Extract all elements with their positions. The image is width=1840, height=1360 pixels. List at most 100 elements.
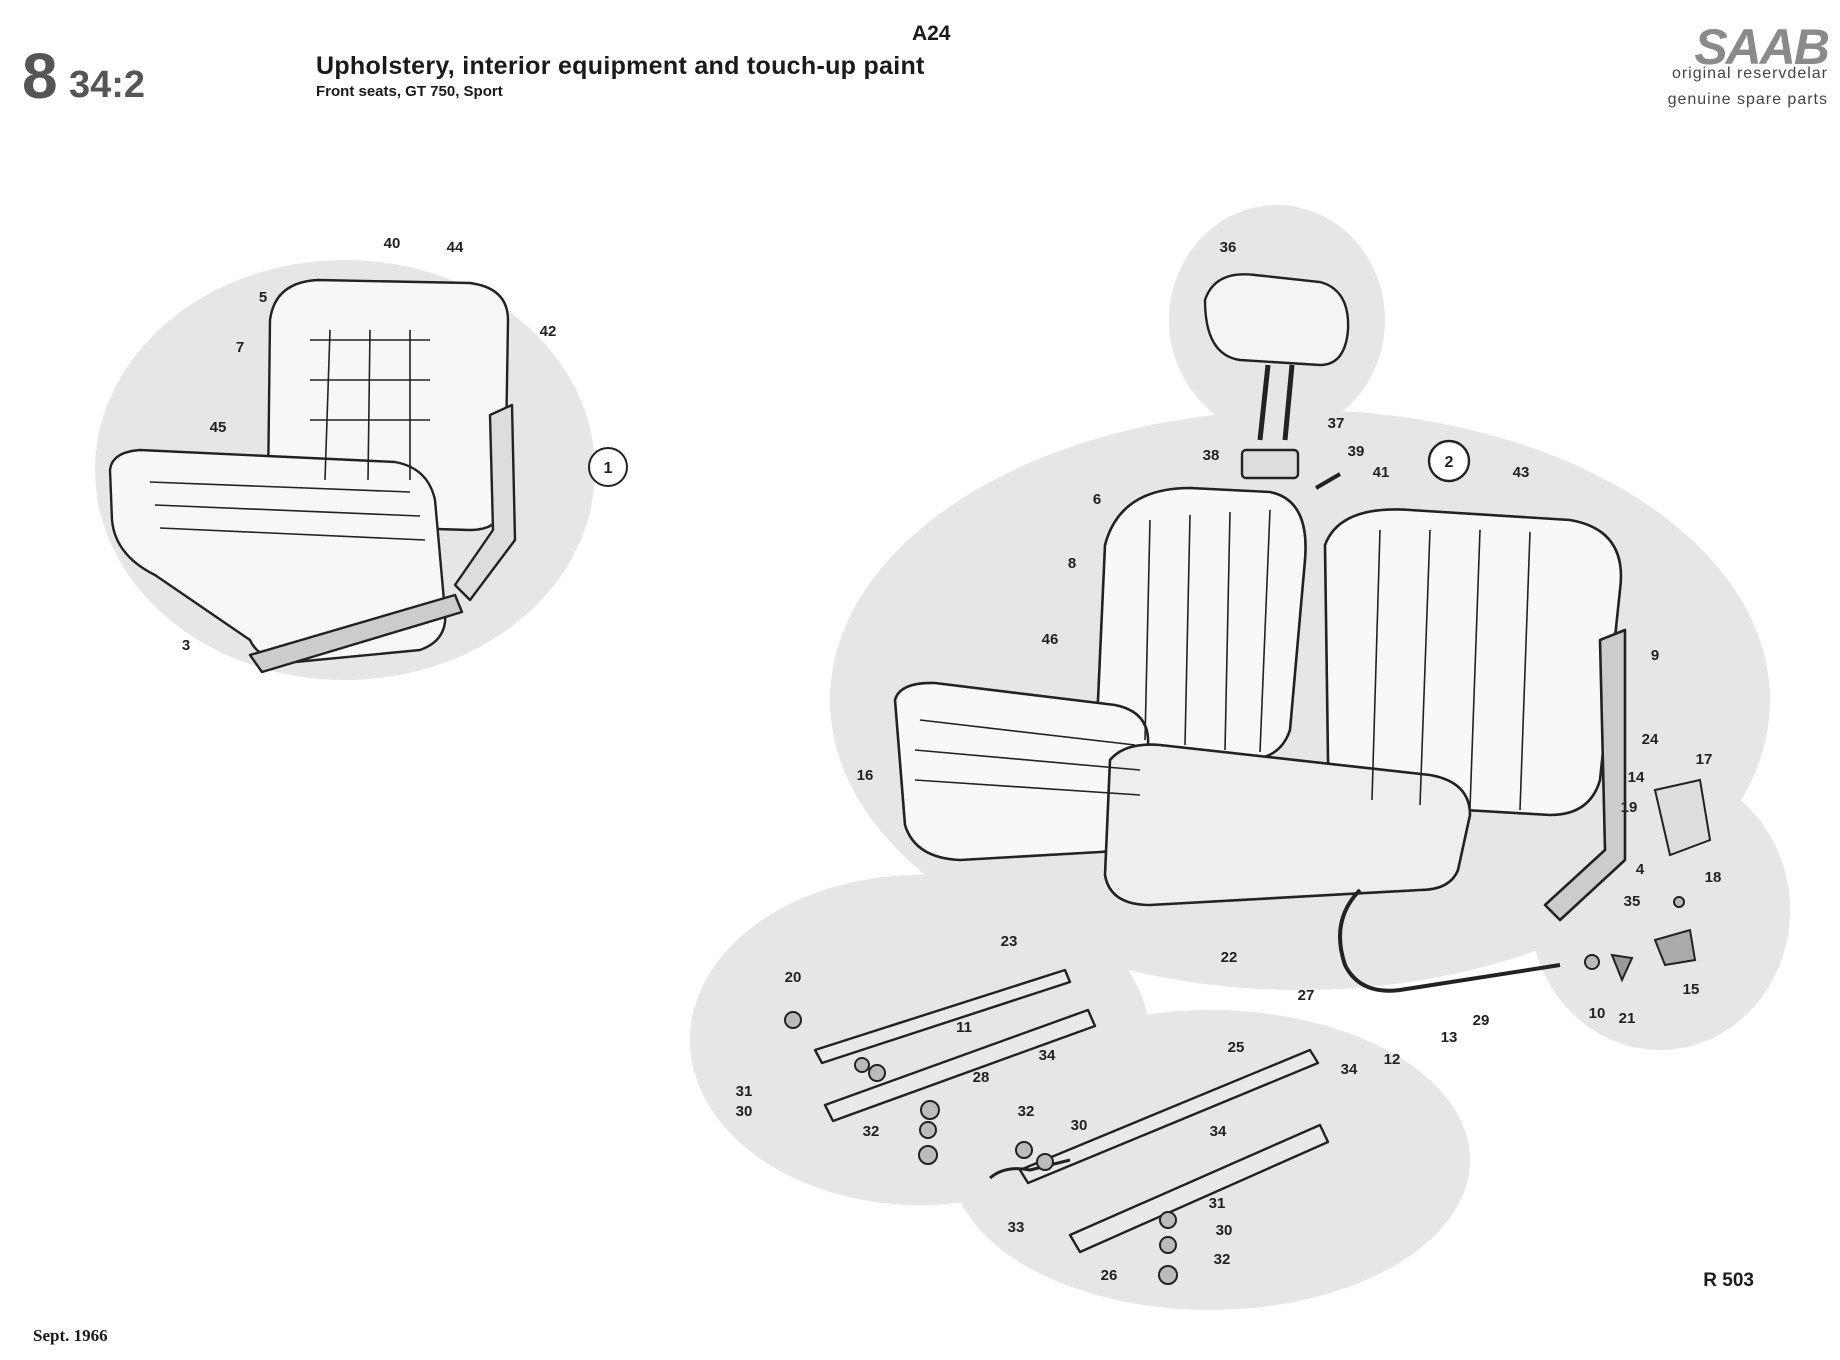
saab-logo: SAAB — [1694, 19, 1830, 75]
callout-45: 45 — [210, 419, 227, 436]
bracket-17 — [1653, 778, 1712, 857]
screw-29 — [784, 1011, 802, 1029]
seat-1-rail — [248, 593, 464, 674]
nut-32a — [868, 1064, 886, 1082]
nut-21 — [1584, 954, 1600, 970]
view-marker-2-label: 2 — [1445, 454, 1454, 471]
brand-tagline-swedish: original reservdelar — [1671, 65, 1828, 82]
nut-32d — [1158, 1265, 1178, 1285]
rail-26 — [1068, 1123, 1330, 1254]
bracket-23 — [1653, 928, 1697, 967]
nut-32b — [918, 1145, 938, 1165]
view-marker-2 — [1427, 439, 1471, 483]
callout-30: 30 — [1216, 1222, 1233, 1239]
callout-23: 23 — [1001, 933, 1018, 950]
hinge-9 — [1543, 628, 1627, 922]
callout-30: 30 — [1071, 1117, 1088, 1134]
callout-22: 22 — [1221, 949, 1238, 966]
drawing-reference: R 503 — [1703, 1270, 1754, 1291]
lever-33 — [989, 1158, 1071, 1180]
callout-34: 34 — [1039, 1047, 1056, 1064]
headrest-assembly — [1203, 273, 1350, 490]
view-marker-1 — [588, 447, 628, 487]
callout-26: 26 — [1101, 1267, 1118, 1284]
callout-27: 27 — [1298, 987, 1315, 1004]
callout-38: 38 — [1203, 447, 1220, 464]
slide-rails — [813, 968, 1330, 1254]
callout-24: 24 — [1642, 731, 1659, 748]
callout-25: 25 — [1228, 1039, 1245, 1056]
catalog-code: A24 — [912, 22, 951, 45]
washer-31b — [1159, 1211, 1177, 1229]
callout-16: 16 — [857, 767, 874, 784]
callout-41: 41 — [1373, 464, 1390, 481]
callout-43: 43 — [1513, 464, 1530, 481]
callout-36: 36 — [1220, 239, 1237, 256]
rail-27 — [813, 968, 1072, 1065]
brand-tagline-english: genuine spare parts — [1667, 91, 1828, 108]
seat-1-hinge — [453, 403, 517, 602]
issue-date: Sept. 1966 — [33, 1326, 108, 1345]
callout-20: 20 — [785, 969, 802, 986]
callout-19: 19 — [1621, 799, 1638, 816]
callout-7: 7 — [236, 339, 244, 356]
headrest-plate-38 — [1240, 448, 1300, 480]
shade-blob-fittings — [1530, 770, 1790, 1050]
nut-30a — [854, 1057, 870, 1073]
cushion-right — [1103, 743, 1472, 907]
screw-39 — [1314, 472, 1342, 490]
callout-29: 29 — [1473, 1012, 1490, 1029]
callout-8: 8 — [1068, 555, 1076, 572]
callout-30: 30 — [736, 1103, 753, 1120]
callout-15: 15 — [1683, 981, 1700, 998]
callout-35: 35 — [1624, 893, 1641, 910]
callout-39: 39 — [1348, 443, 1365, 460]
callout-6: 6 — [1093, 491, 1101, 508]
callout-4: 4 — [1636, 861, 1645, 878]
callout-46: 46 — [1042, 631, 1059, 648]
callout-14: 14 — [1628, 769, 1645, 786]
page-subtitle: Front seats, GT 750, Sport — [316, 83, 503, 100]
callout-32: 32 — [1018, 1103, 1035, 1120]
callout-34: 34 — [1341, 1061, 1358, 1078]
headrest-posts — [1257, 364, 1295, 441]
callout-32: 32 — [1214, 1251, 1231, 1268]
callout-21: 21 — [1619, 1010, 1636, 1027]
seat-1-cushion — [108, 448, 447, 664]
callout-11: 11 — [956, 1019, 972, 1036]
callout-31: 31 — [1209, 1195, 1226, 1212]
callout-42: 42 — [540, 323, 557, 340]
callout-5: 5 — [259, 289, 267, 306]
section-number: 8 — [22, 40, 58, 112]
seat-view-1 — [108, 278, 517, 674]
nut-32c — [1015, 1141, 1033, 1159]
callout-9: 9 — [1651, 647, 1659, 664]
callout-44: 44 — [447, 239, 464, 256]
small-fittings — [784, 778, 1712, 1285]
callout-13: 13 — [1441, 1029, 1458, 1046]
headrest-36 — [1203, 273, 1350, 367]
callout-37: 37 — [1328, 415, 1345, 432]
sub-section-number: 34:2 — [69, 64, 146, 106]
callout-40: 40 — [384, 235, 401, 252]
nut-30b — [919, 1121, 937, 1139]
screw-22 — [1673, 896, 1685, 908]
callout-31: 31 — [736, 1083, 753, 1100]
callout-3: 3 — [182, 637, 190, 654]
view-marker-1-label: 1 — [604, 460, 613, 477]
seat-view-2 — [893, 486, 1627, 993]
callout-33: 33 — [1008, 1219, 1025, 1236]
washer-31a — [920, 1100, 940, 1120]
seat-frame-10 — [1338, 888, 1561, 993]
callout-12: 12 — [1384, 1051, 1401, 1068]
callout-32: 32 — [863, 1123, 880, 1140]
nut-30c — [1036, 1153, 1054, 1171]
page-title: Upholstery, interior equipment and touch… — [316, 52, 925, 80]
rail-28 — [823, 1008, 1097, 1123]
nut-30d — [1159, 1236, 1177, 1254]
callout-10: 10 — [1589, 1005, 1606, 1022]
callout-17: 17 — [1696, 751, 1713, 768]
clip-20 — [1610, 953, 1634, 983]
